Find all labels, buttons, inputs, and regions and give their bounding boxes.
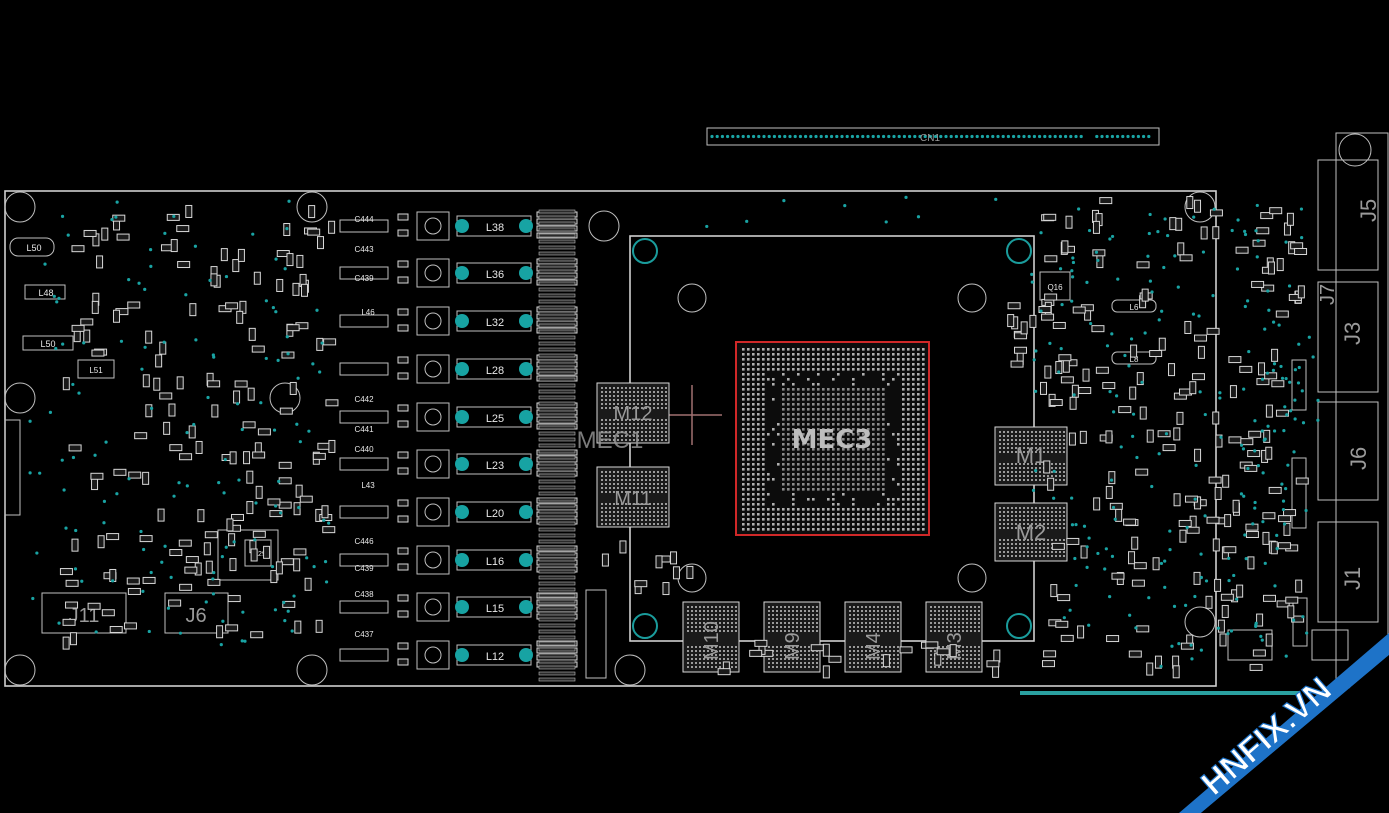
vias: [28, 195, 1320, 669]
top-connector: CN1: [706, 127, 1160, 146]
connector-j6-right: J6: [1346, 447, 1371, 470]
mec1-label: MEC1: [577, 427, 644, 454]
mem-m1: M1: [1016, 443, 1047, 468]
cap-c442: C442: [354, 395, 374, 404]
inductor-l32: L32: [486, 317, 504, 329]
inductor-l23: L23: [486, 460, 504, 472]
smd-components: [59, 196, 1309, 679]
bottom-edge-strip: [1020, 691, 1300, 695]
cap-c446: C446: [354, 537, 374, 546]
cap-l46: L46: [361, 308, 375, 317]
inductor-l15: L15: [486, 603, 504, 615]
cap-c443: C443: [354, 245, 374, 254]
part-l48: L48: [38, 288, 53, 298]
part-l6: L6: [1130, 303, 1139, 312]
gpu-label: MEC3: [792, 425, 873, 455]
connector-j7: J7: [1317, 284, 1339, 305]
mem-m12: M12: [614, 403, 653, 425]
mem-m9: M9: [782, 632, 804, 660]
connector-j5: J5: [1356, 199, 1381, 222]
part-j6-left: J6: [185, 605, 206, 627]
part-j11: J11: [69, 605, 100, 627]
mem-m10: M10: [701, 621, 723, 660]
connector-label: CN1: [920, 133, 940, 144]
mem-m11: M11: [614, 488, 651, 510]
mem-m2: M2: [1016, 520, 1047, 545]
brand-watermark: HNFIX.VN: [1179, 633, 1389, 813]
mem-m4: M4: [863, 632, 885, 660]
io-connector-labels: J5 J7 J3 J6 J1: [1317, 199, 1381, 590]
part-q16: Q16: [1047, 283, 1063, 292]
inductor-l36: L36: [486, 269, 504, 281]
connector-j3: J3: [1340, 322, 1365, 345]
cap-c440: C440: [354, 445, 374, 454]
cap-c437: C437: [354, 630, 374, 639]
cap-c441: C441: [354, 425, 374, 434]
cap-c444: C444: [354, 215, 374, 224]
cap-c438: C438: [354, 590, 374, 599]
part-l8: L8: [1130, 355, 1139, 364]
part-l50a: L50: [26, 243, 41, 253]
part-l29: L29: [254, 551, 266, 558]
connector-j1: J1: [1340, 567, 1365, 590]
vrm-inductors: L38 L36 L32 L28 L25 L23 L20 L16 L15 L12: [339, 209, 607, 682]
right-parts: L6 L8 Q16: [1039, 271, 1349, 661]
inductor-l25: L25: [486, 413, 504, 425]
inductor-l16: L16: [486, 556, 504, 568]
cap-column: C444 C443 C439 L46 C442 C441 C440 L43 C4…: [354, 215, 375, 639]
cap-c439a: C439: [354, 274, 374, 283]
cap-l43: L43: [361, 481, 375, 490]
inductor-l12: L12: [486, 651, 504, 663]
gpu-area: MEC3: [629, 235, 1035, 642]
mounting-holes: [4, 191, 1216, 686]
part-l50b: L50: [40, 339, 55, 349]
inductor-l20: L20: [486, 508, 504, 520]
left-parts: L50 L48 L50 L51 L29 J11 J6: [4, 237, 279, 634]
cap-c439b: C439: [354, 564, 374, 573]
part-l51: L51: [89, 366, 103, 375]
inductor-l28: L28: [486, 365, 504, 377]
inductor-l38: L38: [486, 222, 504, 234]
